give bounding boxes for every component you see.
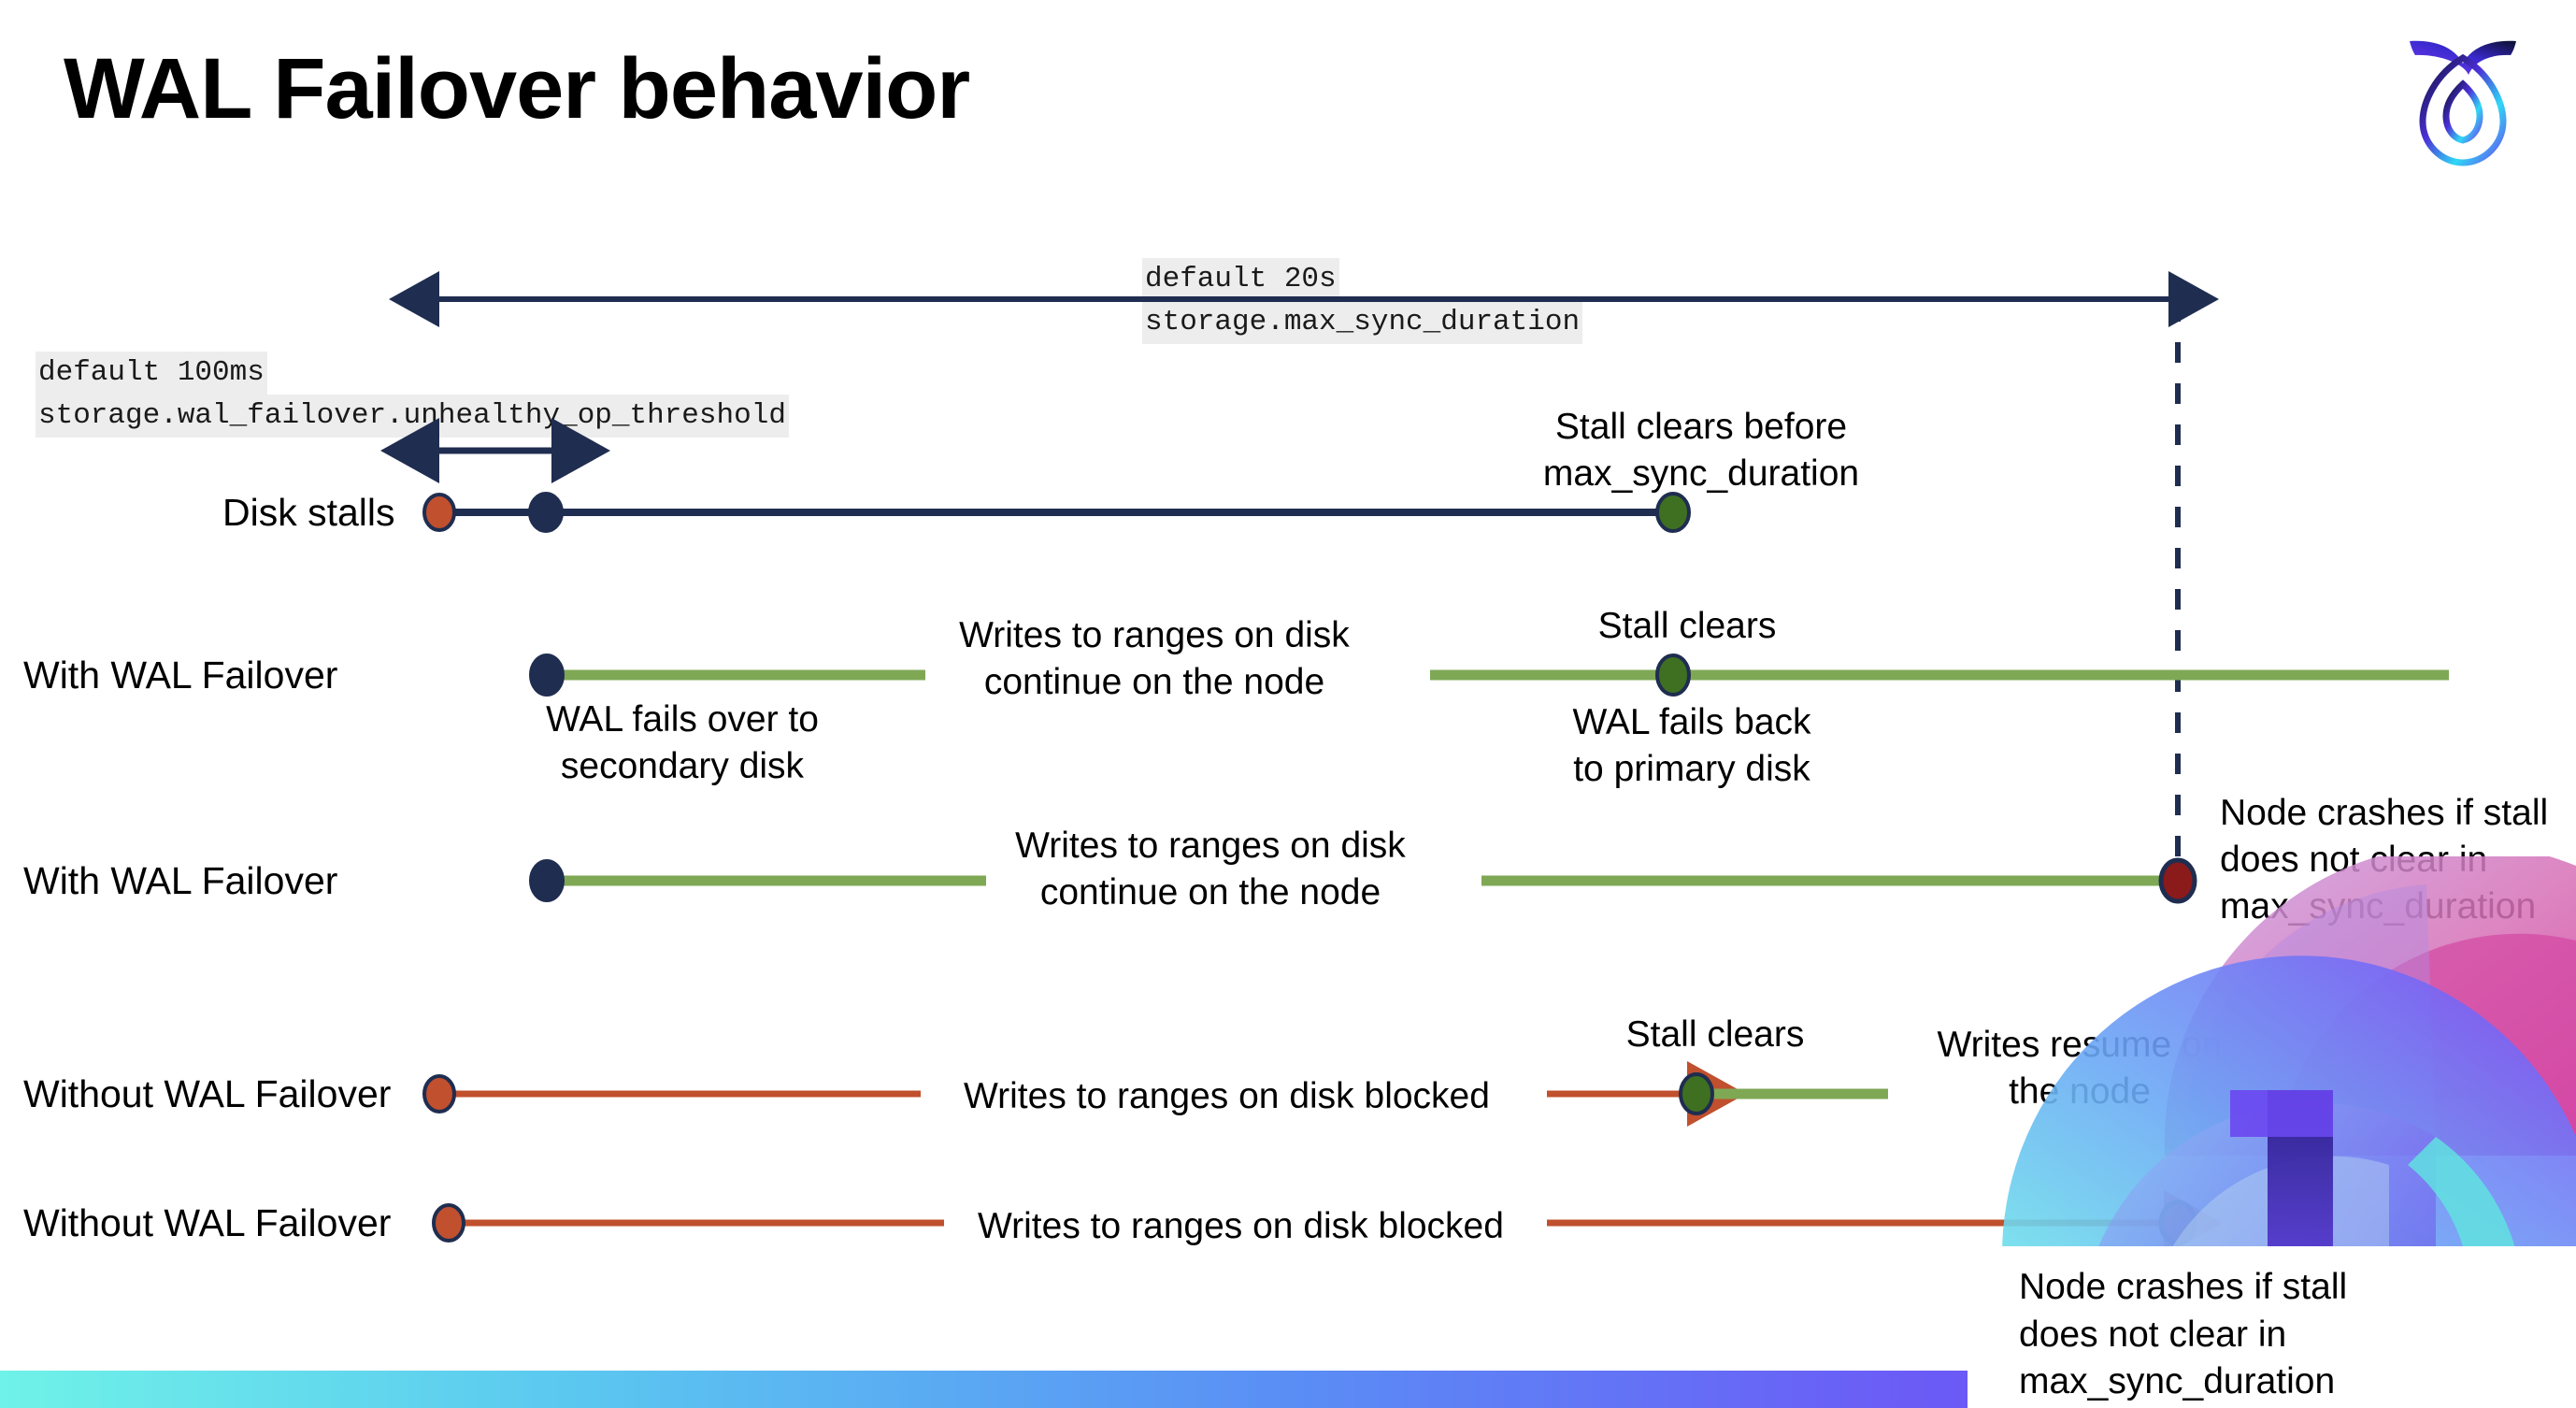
marker-stall-clears — [1679, 1072, 1714, 1115]
marker-wal-fails-over — [529, 859, 565, 902]
marker-node-crash — [2158, 1200, 2197, 1246]
row-label-disk-stalls: Disk stalls — [222, 491, 395, 534]
annotation-writes-blocked-2: Writes to ranges on disk blocked — [978, 1206, 1504, 1246]
annotation-writes-blocked-1: Writes to ranges on disk blocked — [964, 1076, 1490, 1116]
annotation-stall-clears-2: Stall clears — [1625, 1014, 1805, 1055]
marker-wal-fails-over — [529, 654, 565, 697]
marker-stall-start — [422, 1074, 456, 1113]
page-title: WAL Failover behavior — [64, 41, 970, 136]
row-label-without-wal-failover-1: Without WAL Failover — [23, 1072, 392, 1115]
row-label-with-wal-failover-2: With WAL Failover — [23, 859, 338, 902]
cockroachdb-logo-icon — [2410, 40, 2516, 166]
row-label-with-wal-failover-1: With WAL Failover — [23, 654, 338, 697]
code-annotation-line1: default 100ms — [36, 352, 267, 395]
annotation-stall-clears-1: Stall clears — [1597, 606, 1777, 646]
marker-stall-clears — [1655, 654, 1691, 697]
row-label-without-wal-failover-2: Without WAL Failover — [23, 1201, 392, 1244]
marker-stall-start — [422, 493, 456, 532]
marker-stall-start — [432, 1203, 465, 1243]
marker-stall-clears — [1655, 492, 1691, 533]
timeline-row-with-wal-failover-clears — [529, 654, 2449, 697]
timeline-row-disk-stalls — [422, 492, 1691, 533]
marker-node-crash — [2158, 857, 2197, 904]
marker-threshold-exceeded — [528, 492, 564, 533]
